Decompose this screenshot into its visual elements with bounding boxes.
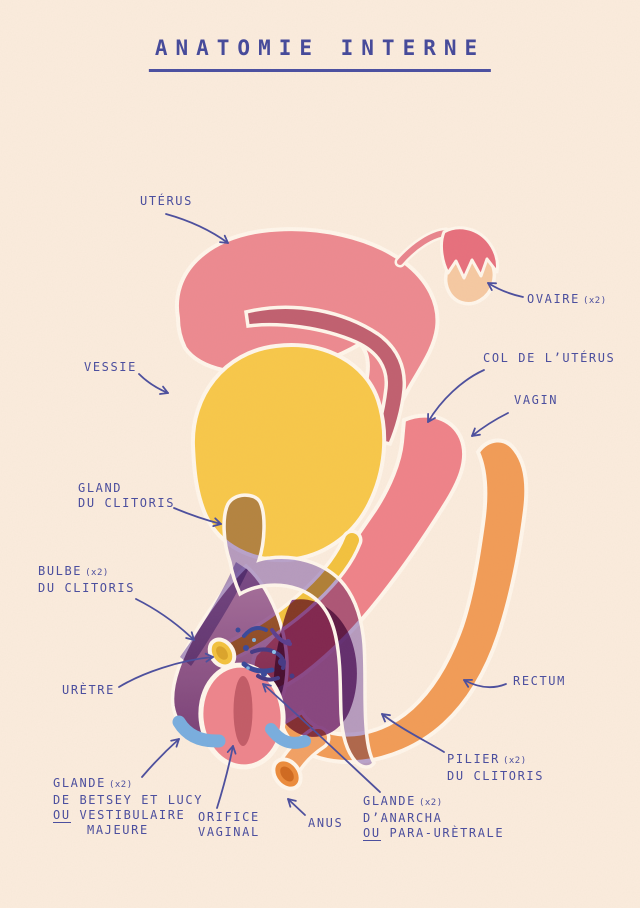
label-glande-anarcha: GLANDE(x2) D’ANARCHA OU PARA-URÈTRALE: [363, 794, 505, 841]
label-rectum: RECTUM: [513, 674, 566, 688]
label-anus: ANUS: [308, 816, 344, 830]
label-glande-betsey: GLANDE(x2) DE BETSEY ET LUCY OU VESTIBUL…: [53, 776, 204, 837]
label-vagin: VAGIN: [514, 393, 559, 407]
label-pilier-clitoris: PILIER(x2) DU CLITORIS: [447, 752, 545, 783]
label-col-uterus: COL DE L’UTÉRUS: [483, 351, 616, 365]
label-orifice-vaginal: ORIFICE VAGINAL: [198, 810, 260, 839]
label-ovaire: OVAIRE(x2): [527, 292, 607, 306]
label-bulbe-clitoris: BULBE(x2) DU CLITORIS: [38, 564, 136, 595]
label-uretre: URÈTRE: [62, 683, 115, 697]
label-gland-clitoris: GLAND DU CLITORIS: [78, 481, 176, 510]
page-title: ANATOMIE INTERNE: [148, 36, 492, 72]
label-vessie: VESSIE: [84, 360, 137, 374]
label-uterus: UTÉRUS: [140, 194, 193, 208]
